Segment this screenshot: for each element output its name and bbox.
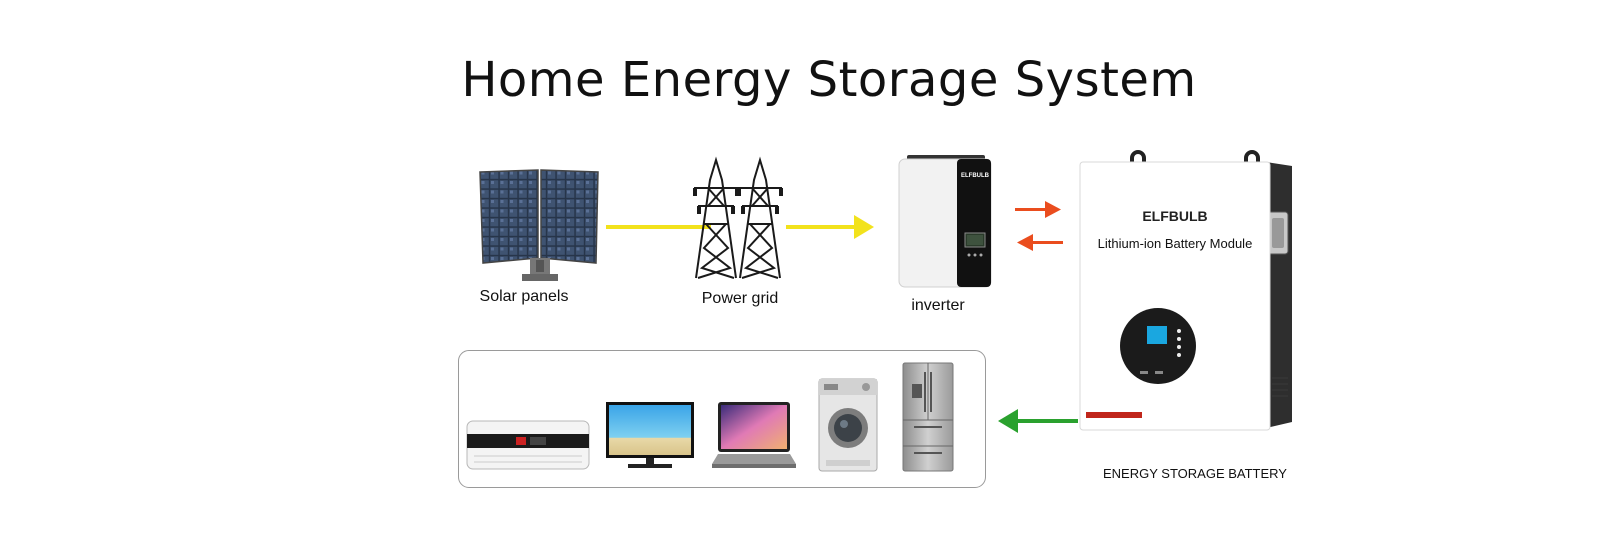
laptop-icon [712,402,796,468]
battery-brand: ELFBULB [1142,208,1208,224]
page-title: Home Energy Storage System [461,52,1197,108]
appliances-panel [458,350,986,488]
battery-module-label: Lithium-ion Battery Module [1097,236,1253,251]
solar-to-grid-arrow [606,225,711,229]
solar-panels-label: Solar panels [479,288,569,305]
washing-machine-icon [818,378,878,472]
solar-panel-icon [479,169,599,281]
battery-device: ELFBULB Lithium-ion Battery Module [1079,146,1296,438]
grid-to-inverter-arrow [786,215,874,239]
power-grid-label: Power grid [701,290,779,307]
power-tower-icon [693,156,783,279]
television-icon [606,402,694,468]
inverter-brand: ELFBULB [961,173,989,179]
inverter-label: inverter [911,297,965,314]
inverter-device: ELFBULB [898,155,992,288]
refrigerator-icon [902,362,954,472]
air-conditioner-icon [466,420,590,470]
bidirectional-arrows [1015,201,1063,251]
battery-label: ENERGY STORAGE BATTERY [1103,466,1287,481]
battery-to-appliances-arrow [998,409,1078,433]
